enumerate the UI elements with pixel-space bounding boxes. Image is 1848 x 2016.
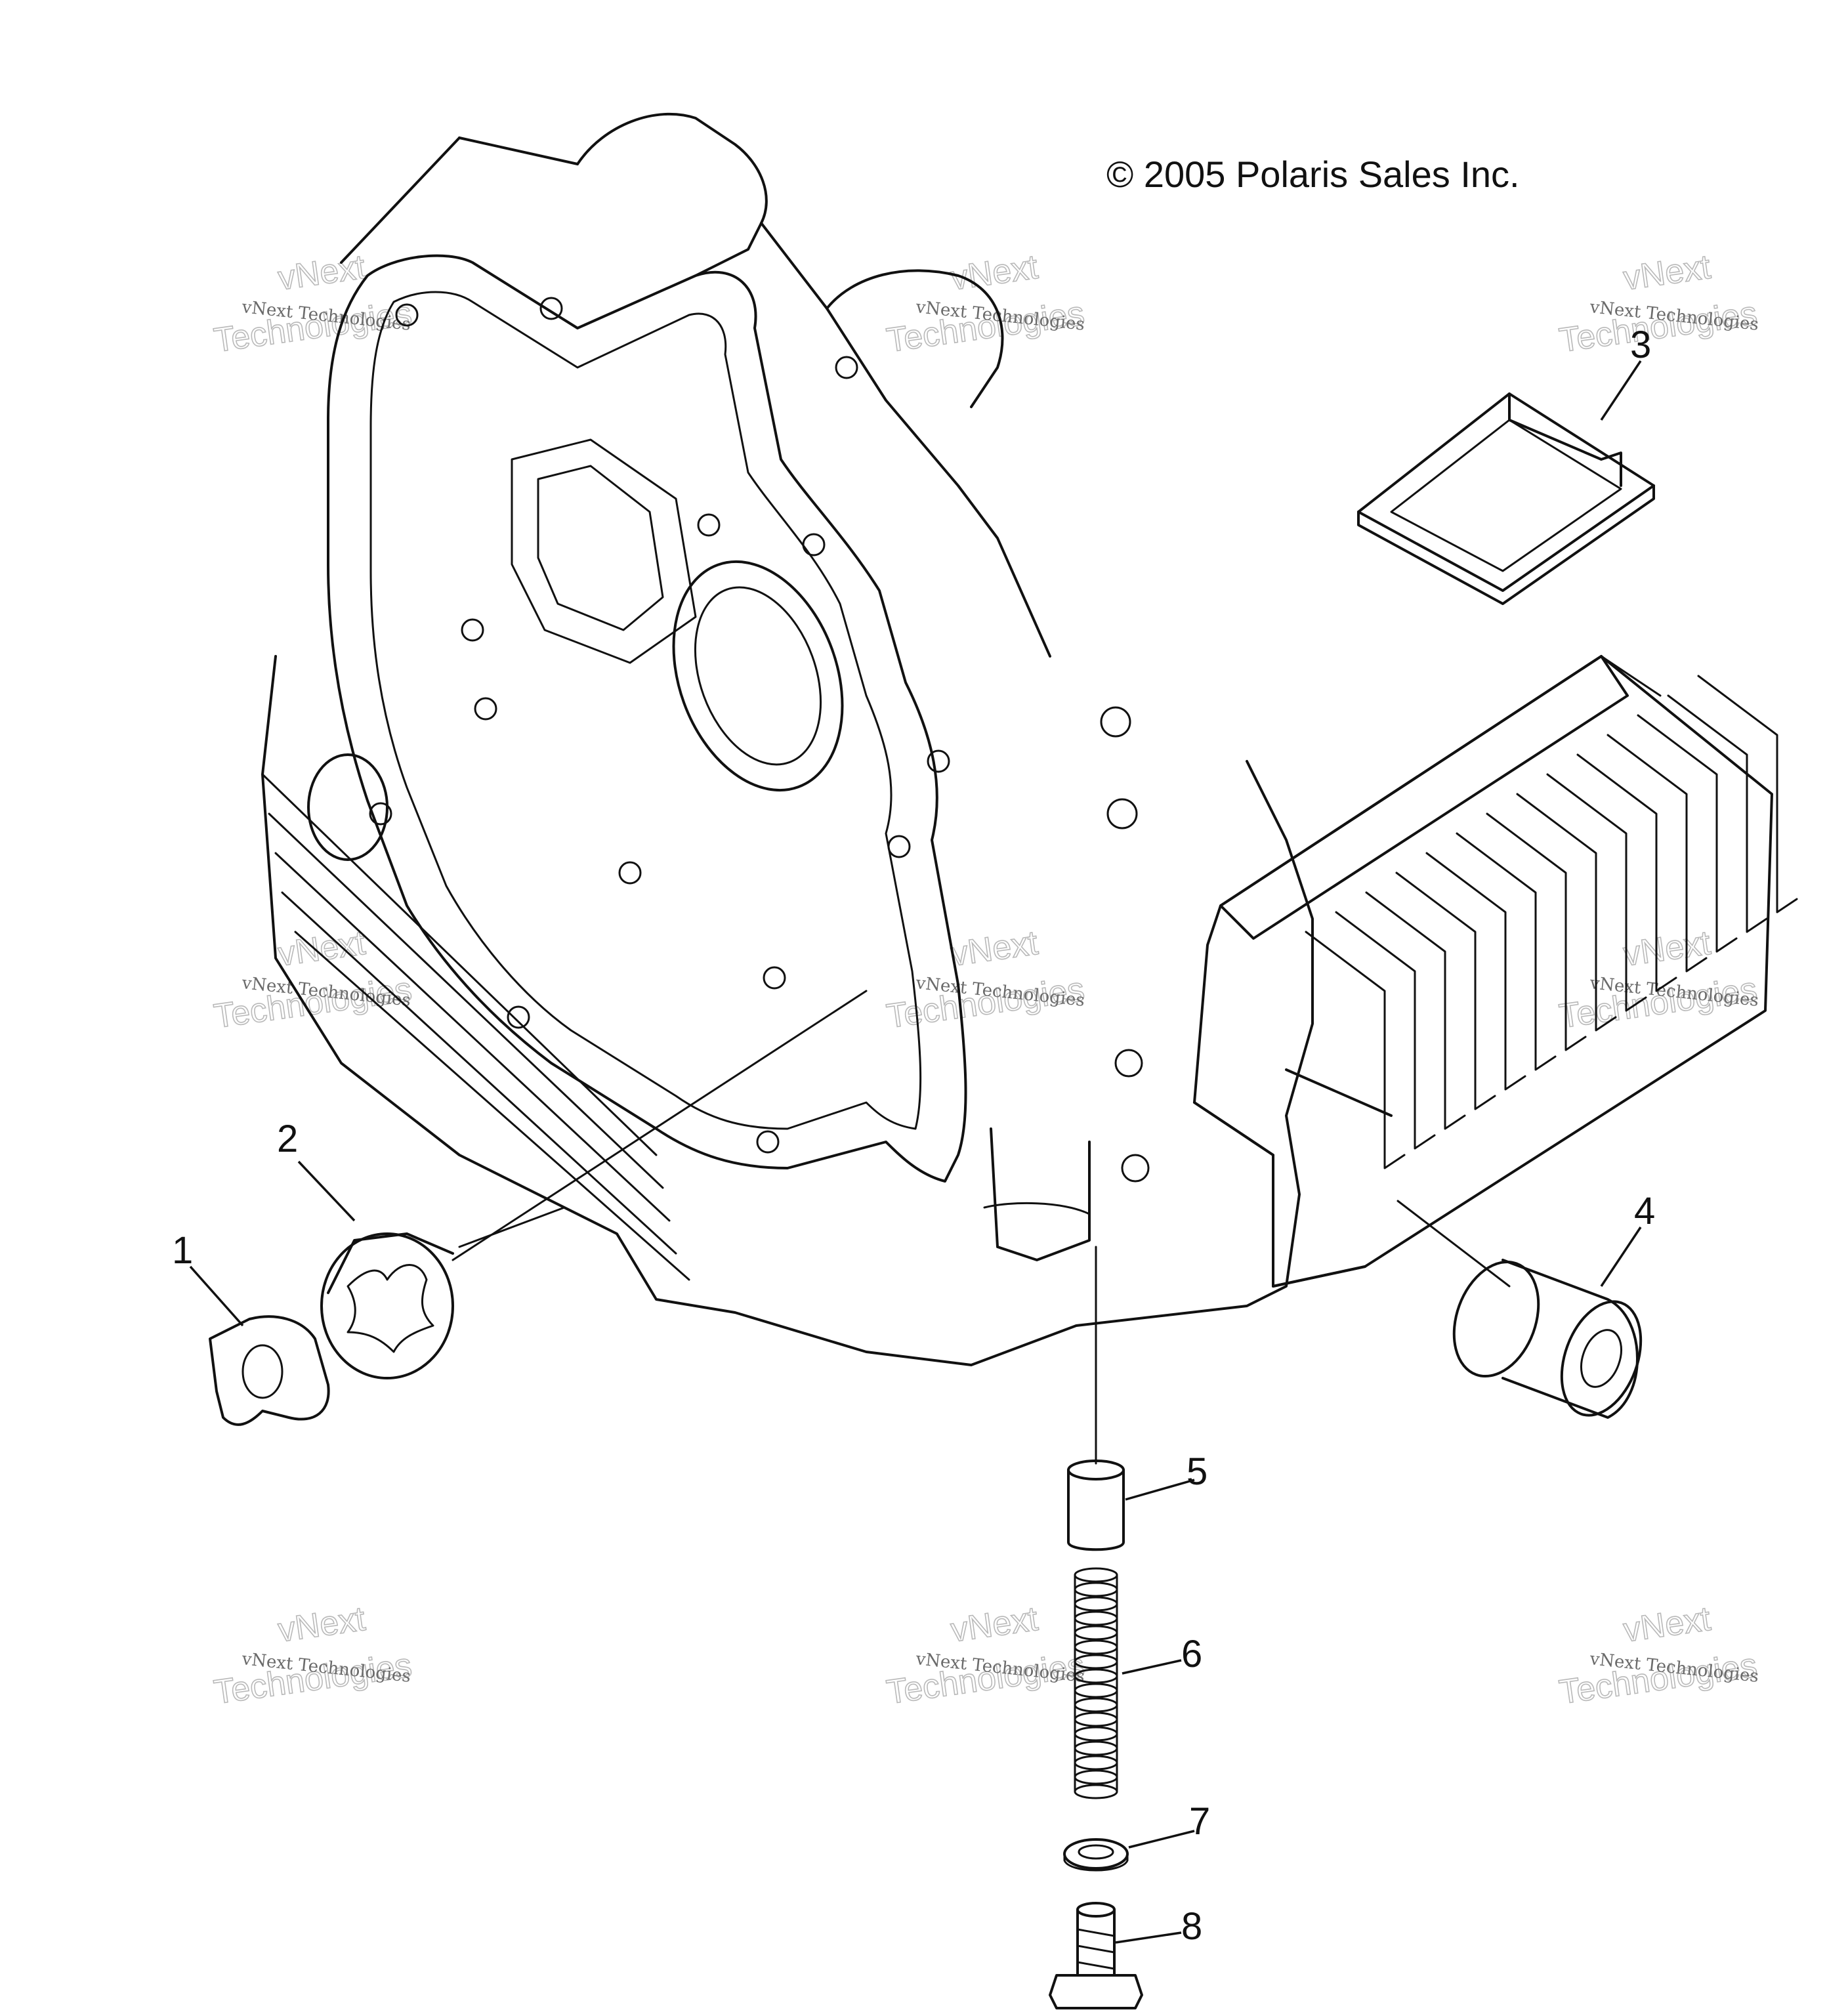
watermark: vNext Technologies	[211, 247, 415, 360]
finned-cover	[1193, 655, 1798, 1288]
part-1-coupling	[209, 1315, 330, 1426]
callout-leaders	[189, 360, 1642, 1944]
callout-5: 5	[1186, 1450, 1208, 1493]
part-6-spring	[1074, 1567, 1118, 1799]
callout-3: 3	[1630, 324, 1651, 366]
cooling-fin	[1425, 852, 1526, 1091]
spring-coil	[1074, 1567, 1118, 1583]
watermark: vNext Technologies	[211, 1599, 415, 1712]
leader-lines	[452, 990, 1511, 1465]
spring-coil	[1074, 1755, 1118, 1771]
spring-coil	[1074, 1784, 1118, 1799]
cooling-fin	[1697, 675, 1798, 914]
part-7-washer	[1063, 1838, 1129, 1872]
copyright-text: © 2005 Polaris Sales Inc.	[1106, 154, 1520, 195]
cooling-fin	[1606, 734, 1708, 973]
spring-coil	[1074, 1582, 1118, 1597]
svg-text:vNext: vNext	[276, 1600, 368, 1650]
part-4-oil-filter	[1452, 1259, 1643, 1419]
cooling-fin	[1576, 753, 1677, 992]
watermark: vNext Technologies	[1557, 1599, 1760, 1712]
svg-text:vNext: vNext	[948, 248, 1040, 298]
callout-1: 1	[172, 1229, 193, 1272]
svg-text:vNext: vNext	[1621, 1600, 1713, 1650]
svg-text:vNext: vNext	[276, 248, 368, 298]
watermark: vNext Technologies	[1557, 923, 1760, 1036]
svg-text:vNext: vNext	[276, 924, 368, 974]
watermark: vNext Technologies	[884, 247, 1087, 360]
svg-text:vNext: vNext	[1621, 248, 1713, 298]
spring-coil	[1074, 1712, 1118, 1727]
callout-numbers: 1 2 3 4 5 6 7 8	[172, 324, 1655, 1948]
part-5-plunger	[1067, 1460, 1125, 1551]
callout-4: 4	[1634, 1190, 1655, 1232]
watermarks: vNext Technologies vNext Technologies vN…	[211, 247, 1760, 1712]
spring-coil	[1074, 1769, 1118, 1785]
crankcase-housing	[261, 112, 1314, 1366]
spring-coil	[1074, 1625, 1118, 1641]
callout-7: 7	[1189, 1800, 1210, 1843]
spring-coil	[1074, 1596, 1118, 1612]
spring-coil	[1074, 1683, 1118, 1698]
spring-coil	[1074, 1697, 1118, 1713]
cooling-fin	[1456, 832, 1557, 1071]
svg-text:vNext: vNext	[948, 924, 1040, 974]
watermark: vNext Technologies	[1557, 247, 1760, 360]
callout-2: 2	[277, 1118, 298, 1160]
part-8-plug-bolt	[1049, 1902, 1143, 2009]
spring-coil	[1074, 1740, 1118, 1756]
cooling-fin	[1335, 911, 1436, 1150]
cooling-fin	[1305, 931, 1406, 1169]
cooling-fin	[1486, 812, 1587, 1051]
watermark: vNext Technologies	[884, 1599, 1087, 1712]
cooling-fin	[1395, 872, 1496, 1110]
part-2-oil-pump-rotor	[320, 1232, 454, 1379]
callout-6: 6	[1181, 1633, 1202, 1675]
cooling-fin	[1546, 773, 1647, 1012]
watermark: vNext Technologies	[211, 923, 415, 1036]
cooling-fin	[1365, 891, 1466, 1130]
cooling-fin	[1516, 793, 1617, 1032]
watermark: vNext Technologies	[884, 923, 1087, 1036]
svg-text:vNext: vNext	[948, 1600, 1040, 1650]
callout-8: 8	[1181, 1905, 1202, 1948]
cooling-fin	[1637, 714, 1738, 953]
cooling-fin	[1667, 694, 1768, 933]
spring-coil	[1074, 1610, 1118, 1626]
spring-coil	[1074, 1726, 1118, 1742]
svg-text:vNext: vNext	[1621, 924, 1713, 974]
part-3-screen-gasket	[1357, 392, 1655, 605]
